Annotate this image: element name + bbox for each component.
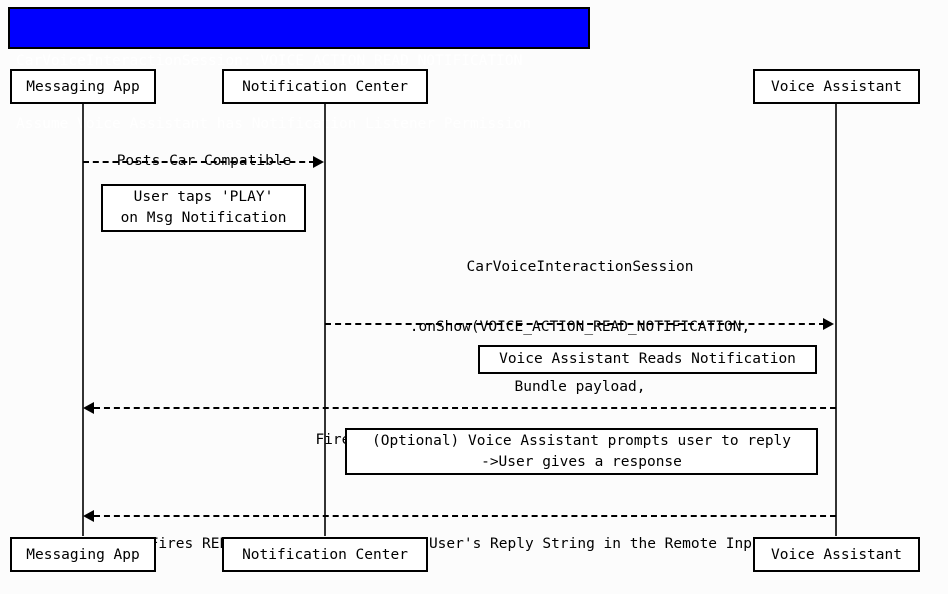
participant-label: Notification Center <box>242 546 408 563</box>
lifeline-notification-center <box>324 104 326 536</box>
participant-messaging-app-top[interactable]: Messaging App <box>10 69 156 104</box>
message-arrow-reply-intent <box>94 515 836 517</box>
arrowhead-left-icon <box>83 510 94 522</box>
diagram-title-line-1: CarVoiceInteractionSession: VOICE_ACTION… <box>16 53 523 69</box>
note-optional-reply-prompt: (Optional) Voice Assistant prompts user … <box>345 428 818 475</box>
note-assistant-reads: Voice Assistant Reads Notification <box>478 345 817 374</box>
note-line-2: ->User gives a response <box>481 453 682 470</box>
participant-voice-assistant-top[interactable]: Voice Assistant <box>753 69 920 104</box>
lifeline-messaging-app <box>82 104 84 536</box>
message-label-line-1: Fires REPLY Pending Intent with User's R… <box>149 536 770 552</box>
participant-notification-center-top[interactable]: Notification Center <box>222 69 428 104</box>
participant-label: Messaging App <box>26 546 140 563</box>
arrowhead-right-icon <box>313 156 324 168</box>
note-line-1: Voice Assistant Reads Notification <box>499 351 796 367</box>
message-label-line-2: .onShow(VOICE_ACTION_READ_NOTIFICATION, <box>409 319 751 335</box>
message-label-line-1: Posts Car Compatible <box>116 153 292 169</box>
message-arrow-post-notification <box>83 161 315 163</box>
participant-messaging-app-bottom[interactable]: Messaging App <box>10 537 156 572</box>
lifeline-voice-assistant <box>835 104 837 536</box>
note-user-taps-play: User taps 'PLAY' on Msg Notification <box>101 184 306 232</box>
participant-label: Voice Assistant <box>771 546 902 563</box>
note-line-2: on Msg Notification <box>120 210 287 226</box>
arrowhead-left-icon <box>83 402 94 414</box>
diagram-title-banner: CarVoiceInteractionSession: VOICE_ACTION… <box>8 7 590 132</box>
participant-label: Voice Assistant <box>771 78 902 95</box>
note-line-1: User taps 'PLAY' <box>133 189 274 205</box>
participant-label: Messaging App <box>26 78 140 95</box>
diagram-title-line-2: Assume Voice Assistant has Notification … <box>16 116 532 132</box>
message-label-line-1: CarVoiceInteractionSession <box>466 259 694 275</box>
participant-notification-center-bottom[interactable]: Notification Center <box>222 537 428 572</box>
message-label-reply-intent: Fires REPLY Pending Intent with User's R… <box>83 494 836 594</box>
message-arrow-mark-as-read <box>94 407 836 409</box>
message-arrow-on-show <box>325 323 825 325</box>
participant-voice-assistant-bottom[interactable]: Voice Assistant <box>753 537 920 572</box>
participant-label: Notification Center <box>242 78 408 95</box>
arrowhead-right-icon <box>823 318 834 330</box>
note-line-1: (Optional) Voice Assistant prompts user … <box>371 432 792 449</box>
message-label-line-3: Bundle payload, <box>514 379 646 395</box>
